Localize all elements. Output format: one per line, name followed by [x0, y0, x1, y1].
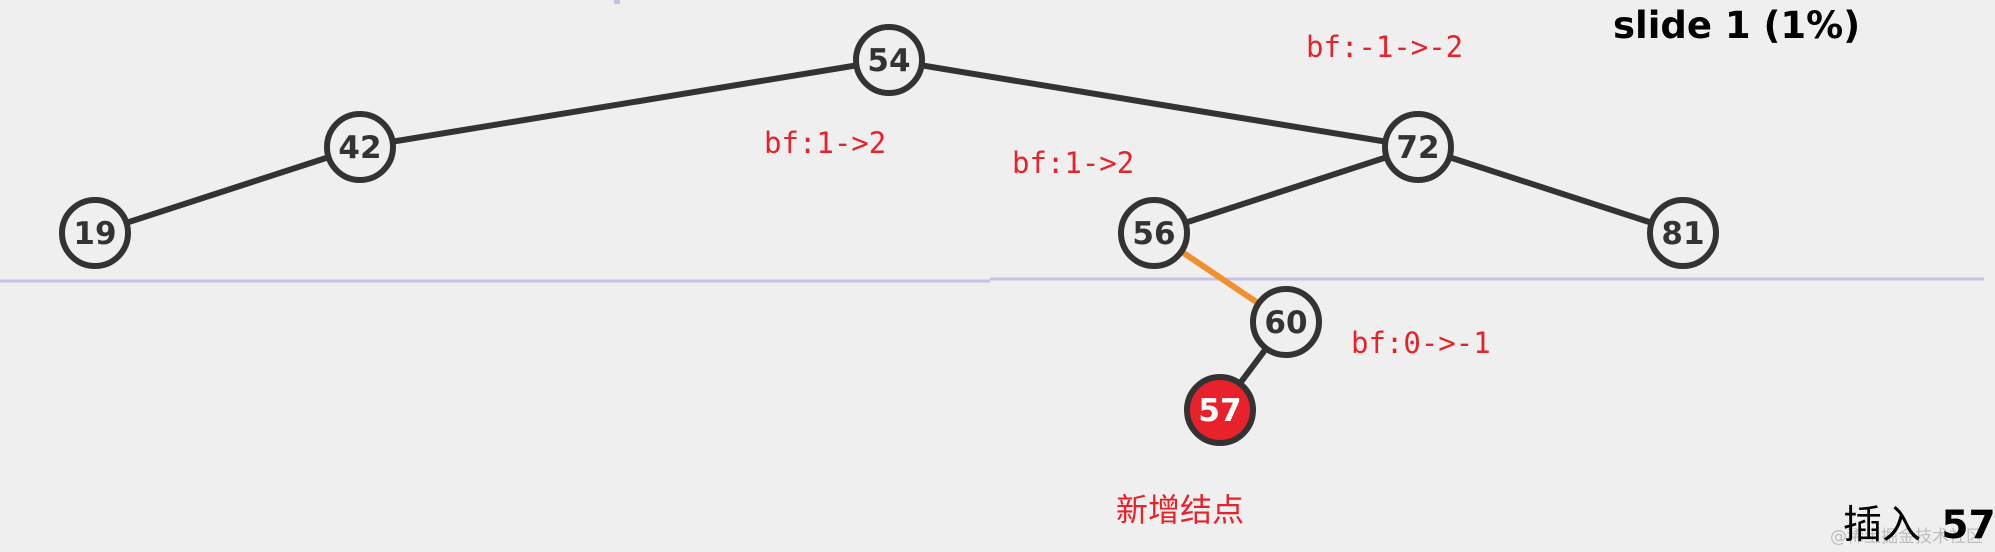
insert-label-text: 插入	[1843, 503, 1921, 548]
tree-node-72: 72	[1382, 111, 1454, 183]
tree-node-60: 60	[1250, 286, 1322, 358]
tree-node-57: 57	[1184, 374, 1256, 446]
node-circle-56	[1118, 197, 1190, 269]
node-label-19: 19	[73, 216, 116, 252]
node-circle-54	[853, 24, 925, 96]
node-label-81: 81	[1661, 216, 1704, 252]
watermark: @稀土掘金技术社区	[1830, 527, 1983, 547]
edge-42-19	[92, 144, 363, 236]
edge-54-72	[886, 57, 1421, 150]
node-label-60: 60	[1264, 305, 1307, 341]
node-label-54: 54	[867, 43, 910, 79]
node-label-57: 57	[1198, 393, 1241, 429]
edge-54-42	[357, 57, 892, 150]
insert-label: 插入 57	[1843, 503, 1995, 548]
balance-factor-60: bf:0->-1	[1351, 326, 1491, 360]
node-circle-42	[324, 111, 396, 183]
node-circle-60	[1250, 286, 1322, 358]
tree-nodes: 54 42 72 19 56 81 60 57	[59, 24, 1719, 446]
guide-mark-top	[614, 0, 620, 4]
balance-factor-56: bf:1->2	[1012, 146, 1134, 180]
node-label-42: 42	[338, 130, 381, 166]
node-circle-57	[1184, 374, 1256, 446]
insert-value: 57	[1941, 503, 1995, 548]
tree-node-19: 19	[59, 197, 131, 269]
balance-factor-72: bf:-1->-2	[1306, 30, 1463, 64]
node-label-72: 72	[1396, 130, 1439, 166]
balance-factor-54: bf:1->2	[764, 126, 886, 160]
new-node-caption: 新增结点	[1116, 491, 1244, 529]
edge-72-56	[1151, 144, 1421, 236]
node-circle-19	[59, 197, 131, 269]
tree-edges	[92, 57, 1686, 413]
tree-node-42: 42	[324, 111, 396, 183]
tree-node-56: 56	[1118, 197, 1190, 269]
node-label-56: 56	[1132, 216, 1175, 252]
tree-node-81: 81	[1647, 197, 1719, 269]
slide-label: slide 1 (1%)	[1613, 4, 1860, 47]
edge-72-81	[1415, 144, 1686, 236]
node-circle-72	[1382, 111, 1454, 183]
tree-node-54: 54	[853, 24, 925, 96]
node-circle-81	[1647, 197, 1719, 269]
